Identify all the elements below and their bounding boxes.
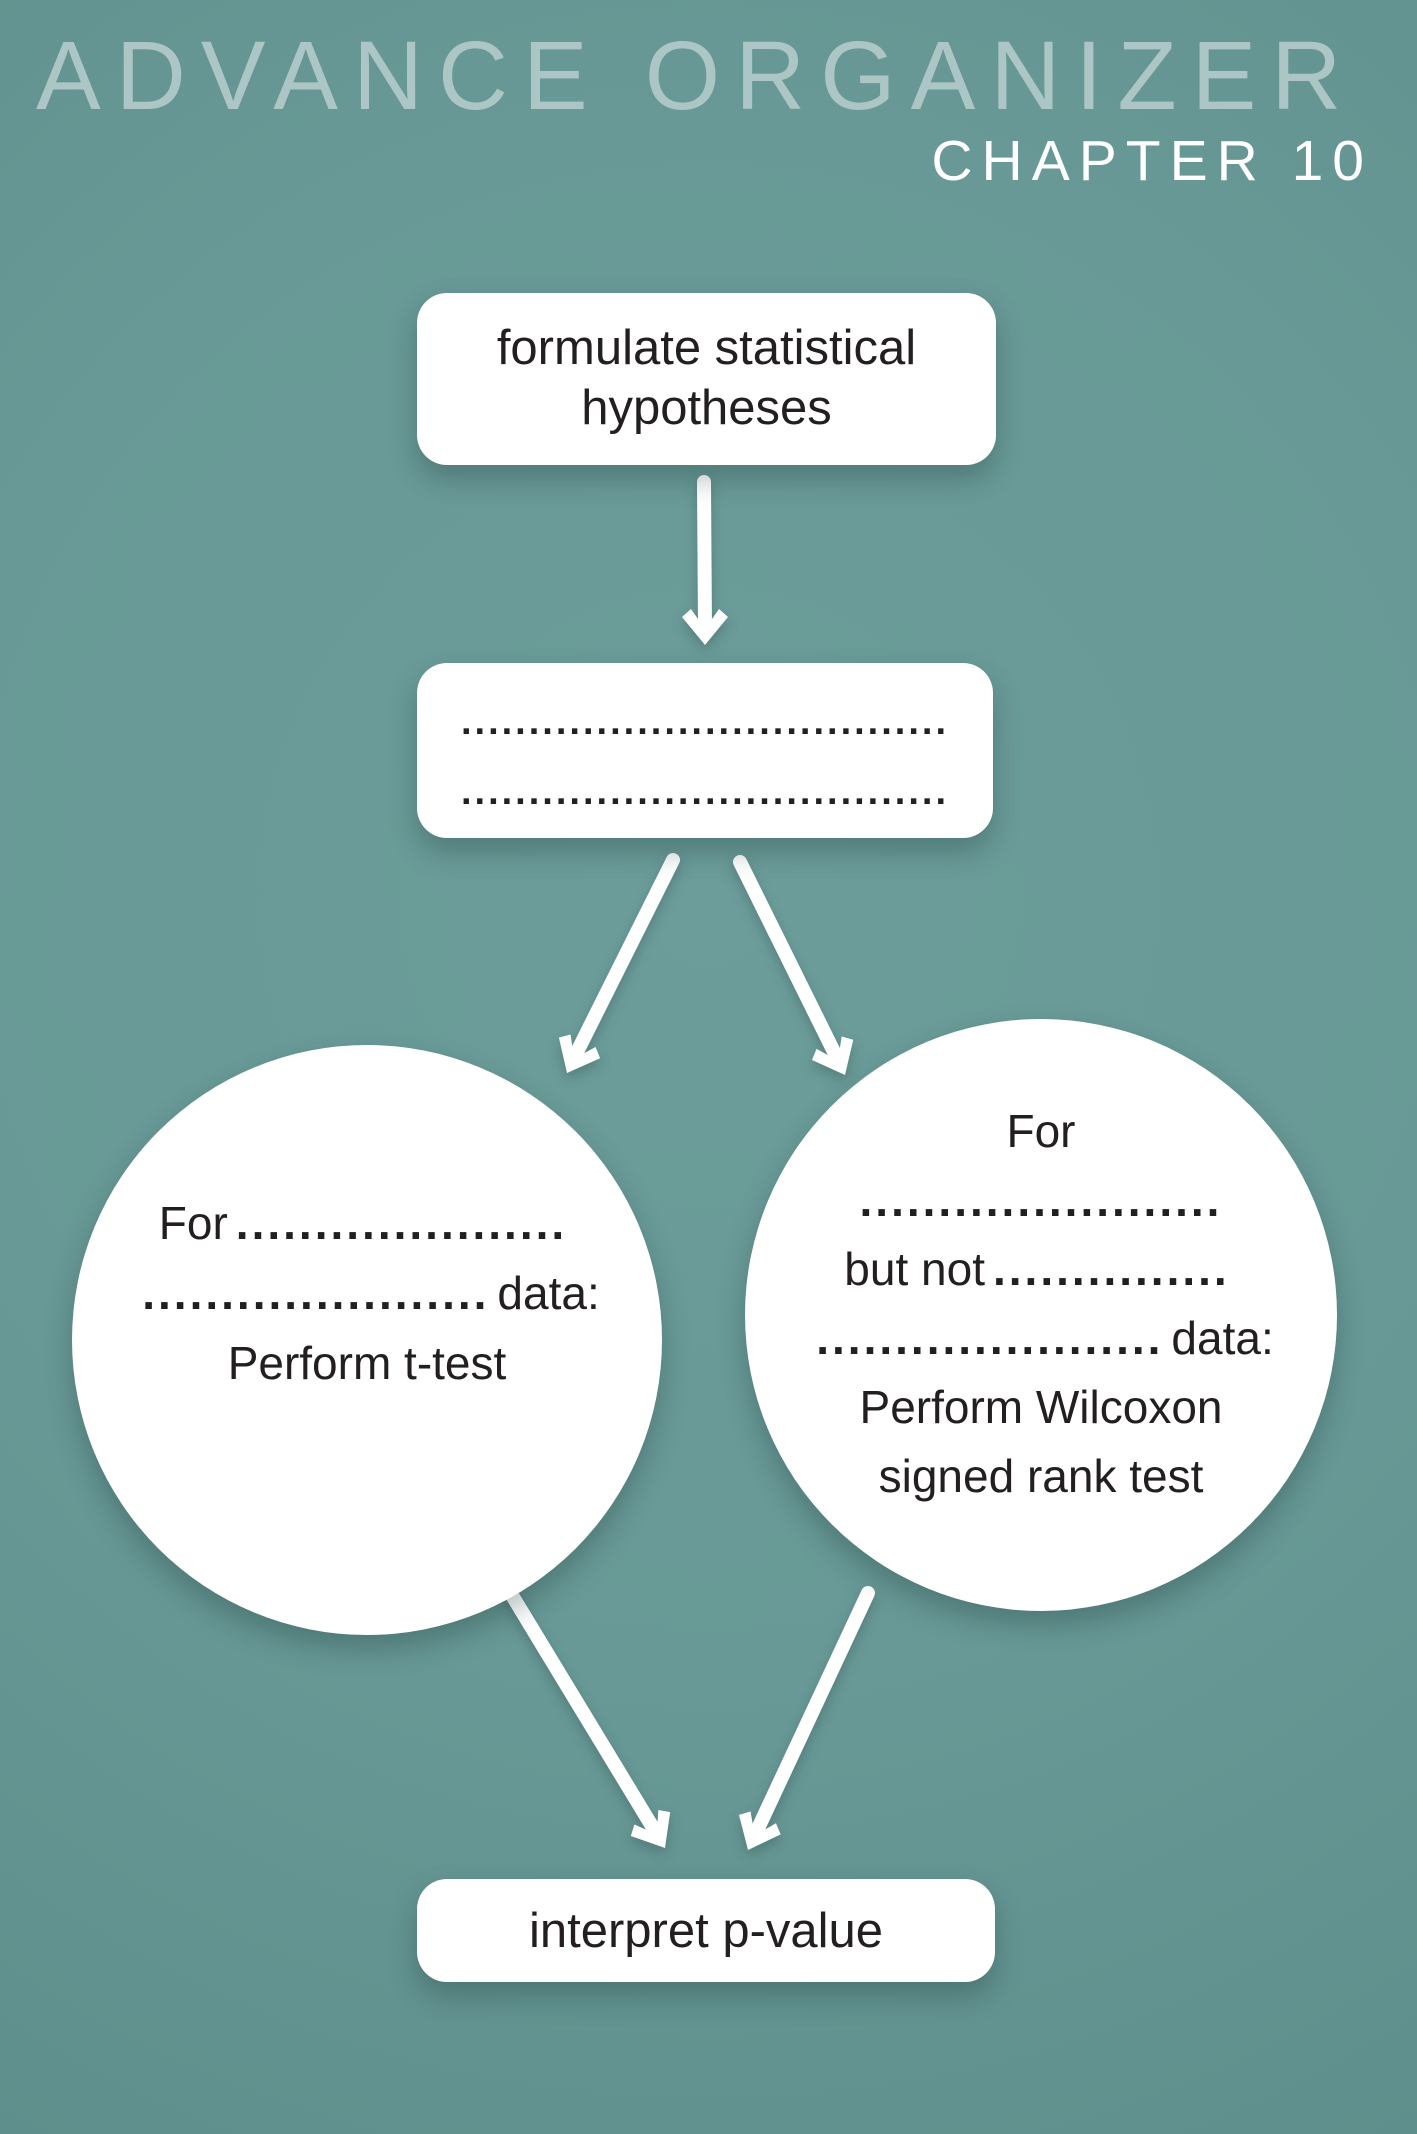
arrow-converge-left-icon (503, 1585, 671, 1848)
node-text-line: Perform Wilcoxon (859, 1381, 1223, 1433)
fill-in-line: .................................... (460, 700, 950, 743)
node-text-line: For..................... (159, 1188, 575, 1258)
node-interpret-p-value: interpret p-value (417, 1879, 995, 1982)
fill-in-dots: ...................... (142, 1266, 490, 1319)
node-text-line: formulate statistical (496, 321, 917, 376)
node-text-line: hypotheses (581, 381, 832, 435)
node-blank-step: .................................... ...… (417, 663, 993, 838)
node-t-test: For..................... ...............… (72, 1045, 662, 1635)
node-text-line: signed rank test (878, 1450, 1204, 1502)
node-text-line: ......................data: (808, 1304, 1273, 1373)
fill-in-line: .................................... (460, 770, 950, 813)
node-wilcoxon-test: For ....................... but not.....… (745, 1019, 1337, 1611)
chapter-label: CHAPTER 10 (931, 129, 1373, 193)
fill-in-dots: ............... (992, 1243, 1230, 1295)
node-text-line: interpret p-value (528, 1903, 884, 1958)
node-text-line: Perform t-test (227, 1336, 507, 1389)
node-formulate-hypotheses: formulate statistical hypotheses (417, 293, 996, 465)
arrow-converge-right-icon (738, 1586, 875, 1850)
label-for: For (158, 1196, 228, 1249)
fill-in-dots: ....................... (859, 1174, 1223, 1226)
fill-in-dots: ...................... (816, 1312, 1164, 1364)
node-text-line: but not............... (844, 1235, 1237, 1304)
arrow-down-icon (682, 475, 728, 645)
node-text-line: ....................... (852, 1166, 1231, 1235)
label-data: data: (497, 1266, 600, 1319)
arrow-down-left-icon (558, 853, 680, 1073)
label-but-not: but not (844, 1243, 985, 1295)
node-text-line: ......................data: (134, 1258, 599, 1328)
arrow-down-right-icon (733, 855, 854, 1075)
page-title: ADVANCE ORGANIZER (36, 21, 1357, 130)
fill-in-dots: ..................... (235, 1196, 568, 1249)
label-data: data: (1171, 1312, 1274, 1364)
node-text-line: For (1006, 1105, 1076, 1157)
